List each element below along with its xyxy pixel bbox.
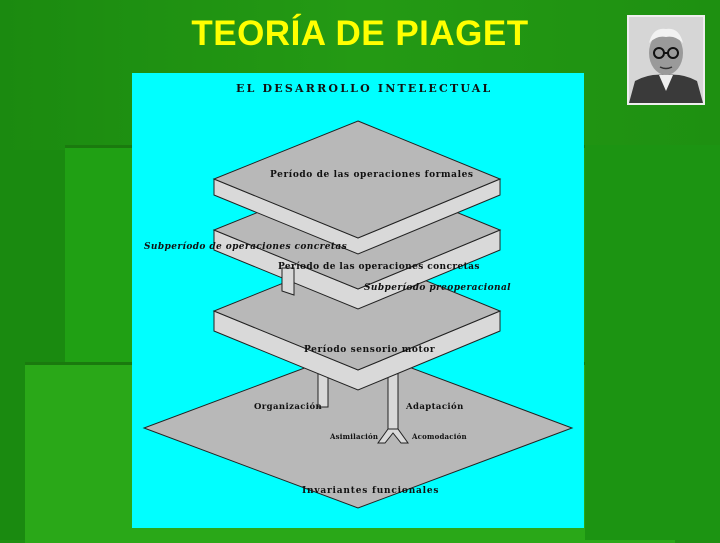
label-concrete: Período de las operaciones concretas (278, 261, 480, 272)
piaget-diagram: EL DESARROLLO INTELECTUAL Período de l (142, 82, 574, 509)
label-sensorimotor: Período sensorio motor (304, 344, 435, 355)
label-accommodation: Acomodación (411, 432, 467, 441)
slide-title: TEORÍA DE PIAGET (191, 14, 529, 53)
label-adaptation: Adaptación (405, 401, 464, 412)
label-assimilation: Asimilación (329, 432, 378, 441)
label-invariants: Invariantes funcionales (302, 486, 439, 496)
background-band-right (585, 145, 720, 540)
label-formal: Período de las operaciones formales (270, 169, 474, 180)
portrait-photo (627, 15, 705, 105)
label-organization: Organización (254, 401, 322, 412)
diagram-panel: EL DESARROLLO INTELECTUAL Período de l (132, 73, 584, 528)
diagram-heading: EL DESARROLLO INTELECTUAL (236, 82, 492, 95)
base-slab (142, 347, 574, 509)
label-subperiod-preoperational: Subperíodo preoperacional (364, 282, 511, 293)
slab-formal (212, 120, 502, 255)
label-subperiod-concrete: Subperíodo de operaciones concretas (144, 241, 347, 252)
person-portrait-icon (629, 17, 703, 103)
